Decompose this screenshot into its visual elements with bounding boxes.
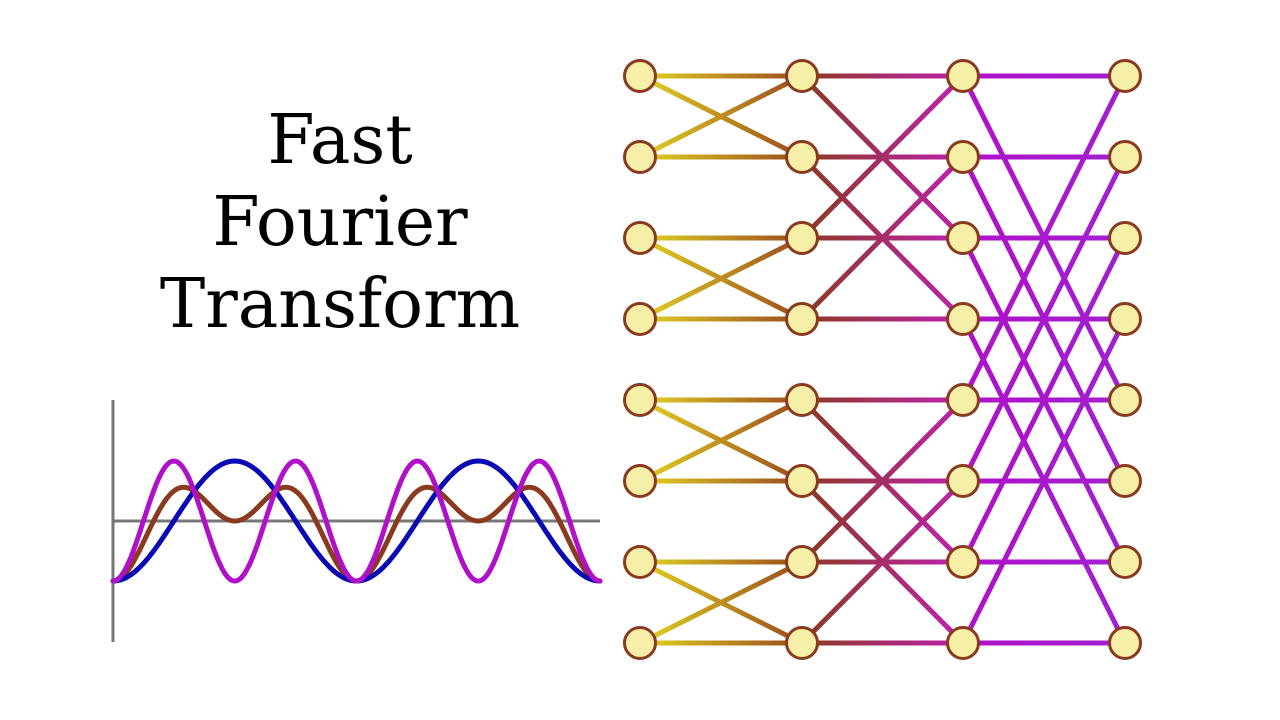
node-col3-row5 (1108, 464, 1142, 498)
node-col1-row1 (785, 140, 819, 174)
edge-stage2-cross-3 (799, 154, 966, 322)
node-col3-row1 (1108, 140, 1142, 174)
node-col0-row5 (623, 464, 657, 498)
node-col2-row5 (946, 464, 980, 498)
node-col2-row0 (946, 59, 980, 93)
node-col2-row1 (946, 140, 980, 174)
title-line-fourier: Fourier (212, 183, 468, 262)
node-col0-row0 (623, 59, 657, 93)
title-line-fast: Fast (267, 101, 413, 180)
edge-stage2-cross-6 (799, 397, 966, 565)
node-col2-row3 (946, 302, 980, 336)
wave-lines (110, 458, 603, 584)
node-col0-row3 (623, 302, 657, 336)
node-col2-row2 (946, 221, 980, 255)
node-col3-row4 (1108, 383, 1142, 417)
title: Fast Fourier Transform (140, 100, 540, 346)
edge-stage2-cross-2 (799, 73, 966, 241)
node-col1-row2 (785, 221, 819, 255)
node-col0-row2 (623, 221, 657, 255)
node-col2-row7 (946, 626, 980, 660)
node-col3-row2 (1108, 221, 1142, 255)
wave-axes (111, 400, 600, 642)
edge-stage1-cross-3 (637, 235, 805, 322)
node-col1-row4 (785, 383, 819, 417)
node-col2-row4 (946, 383, 980, 417)
node-col1-row7 (785, 626, 819, 660)
edge-stage1-cross-7 (637, 559, 805, 646)
node-col0-row6 (623, 545, 657, 579)
node-col0-row4 (623, 383, 657, 417)
node-col3-row7 (1108, 626, 1142, 660)
edge-stage2-cross-7 (799, 478, 966, 646)
edge-stage3-cross-4 (960, 73, 1128, 403)
node-col1-row0 (785, 59, 819, 93)
wave-magenta (110, 458, 603, 584)
edge-stage3-cross-7 (960, 316, 1128, 646)
node-col0-row7 (623, 626, 657, 660)
node-col1-row5 (785, 464, 819, 498)
node-col1-row6 (785, 545, 819, 579)
node-col0-row1 (623, 140, 657, 174)
node-col2-row6 (946, 545, 980, 579)
edge-stage3-cross-5 (960, 154, 1128, 484)
edge-stage3-cross-6 (960, 235, 1128, 565)
node-col1-row3 (785, 302, 819, 336)
node-col3-row0 (1108, 59, 1142, 93)
butterfly-nodes (623, 59, 1142, 660)
title-line-transform: Transform (159, 265, 521, 344)
edge-stage1-cross-5 (637, 397, 805, 484)
node-col3-row6 (1108, 545, 1142, 579)
edge-stage1-cross-1 (637, 73, 805, 160)
node-col3-row3 (1108, 302, 1142, 336)
butterfly-edges (637, 73, 1128, 646)
